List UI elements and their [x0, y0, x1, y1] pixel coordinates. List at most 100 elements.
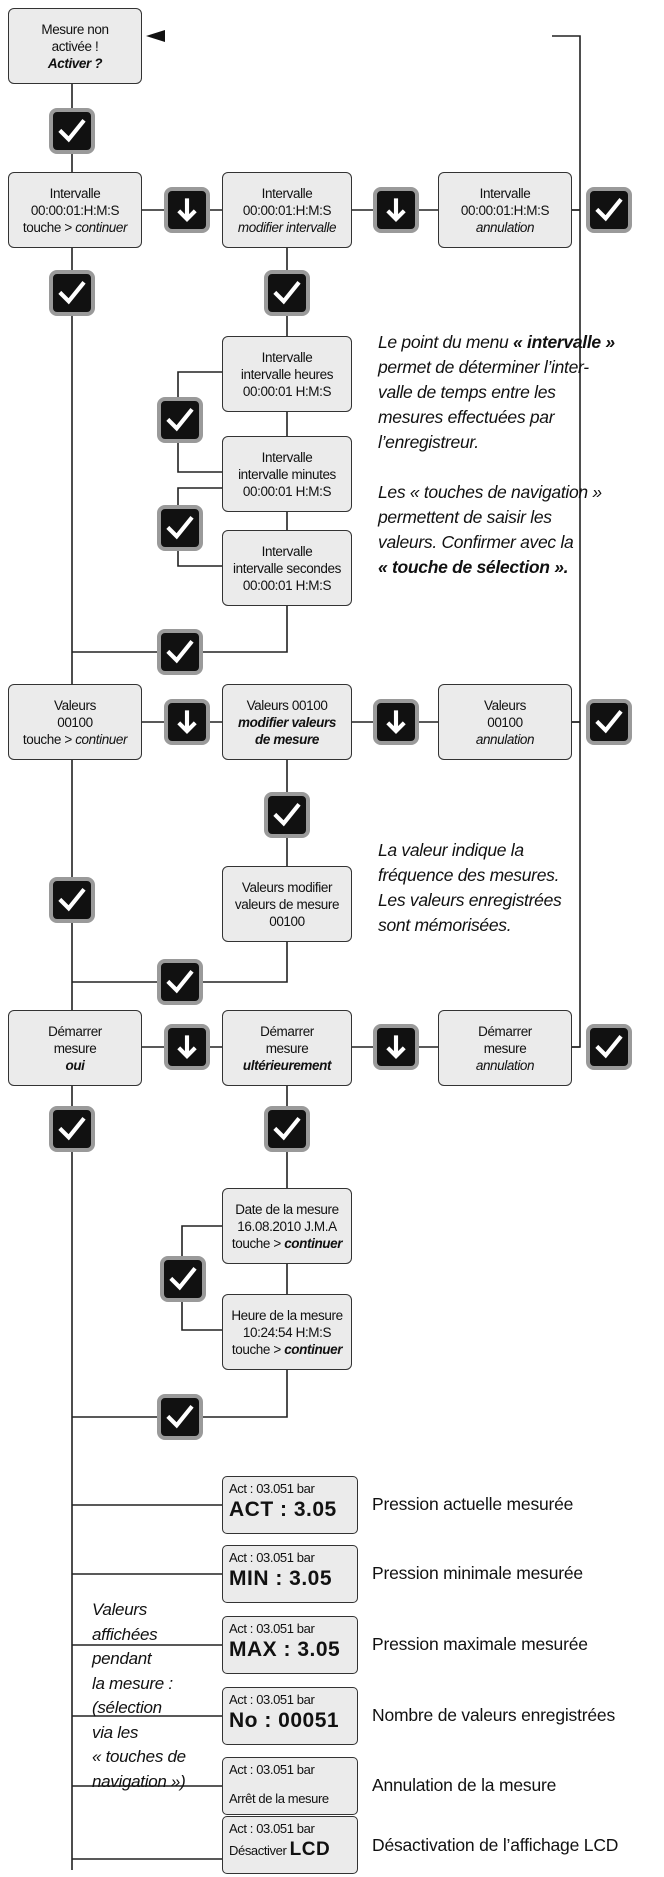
- start-measure-yes: oui: [65, 1057, 85, 1073]
- lcd-bottom-line: No : 00051: [229, 1709, 340, 1732]
- confirm-check-icon[interactable]: [160, 1256, 206, 1302]
- interval-box: Intervalle 00:00:01:H:M:S touche > conti…: [8, 172, 142, 248]
- interval-cancel-value: 00:00:01:H:M:S: [460, 202, 550, 218]
- interval-minutes-title: Intervalle: [261, 449, 313, 465]
- lcd-label-stop: Annulation de la mesure: [372, 1775, 557, 1795]
- lcd-display-min: Act : 03.051 bar MIN : 3.05: [222, 1545, 358, 1603]
- confirm-check-icon[interactable]: [586, 187, 632, 233]
- values-modify-label2: de mesure: [255, 731, 319, 747]
- confirm-check-icon[interactable]: [264, 1106, 310, 1152]
- confirm-check-icon[interactable]: [157, 1394, 203, 1440]
- confirm-check-icon[interactable]: [49, 1106, 95, 1152]
- start-cancel-title: Démarrer: [478, 1023, 532, 1039]
- lcd-top-line: Act : 03.051 bar: [229, 1762, 315, 1777]
- time-box: Heure de la mesure 10:24:54 H:M:S touche…: [222, 1294, 352, 1370]
- confirm-check-icon[interactable]: [49, 108, 95, 154]
- arrow-down-icon[interactable]: [373, 1024, 419, 1070]
- lcd-display-count: Act : 03.051 bar No : 00051: [222, 1687, 358, 1745]
- lcd-bottom-line: MIN : 3.05: [229, 1567, 333, 1590]
- lcd-bottom-line: ACT : 3.05: [229, 1498, 337, 1521]
- start-cancel-value: annulation: [475, 1057, 535, 1073]
- note-line: sont mémorisées.: [378, 915, 512, 935]
- note-line: Le point du menu « intervalle »: [378, 332, 615, 352]
- time-continue: touche > continuer: [231, 1341, 343, 1357]
- values-note: La valeur indique la fréquence des mesur…: [378, 838, 562, 938]
- arrow-down-icon[interactable]: [164, 1024, 210, 1070]
- values-sub-value: 00100: [269, 913, 305, 929]
- confirm-check-icon[interactable]: [586, 699, 632, 745]
- note-line: permet de déterminer l’inter-: [378, 357, 589, 377]
- side-line: affichées: [92, 1624, 158, 1644]
- interval-note: Le point du menu « intervalle » permet d…: [378, 330, 615, 580]
- values-modify-label1: modifier valeurs: [238, 714, 336, 730]
- side-line: la mesure :: [92, 1673, 173, 1693]
- arrow-down-icon[interactable]: [373, 187, 419, 233]
- values-cancel-box: Valeurs 00100 annulation: [438, 684, 572, 760]
- interval-continue: touche > continuer: [22, 219, 128, 235]
- time-title: Heure de la mesure: [231, 1307, 343, 1323]
- confirm-check-icon[interactable]: [157, 397, 203, 443]
- note-line: valle de temps entre les: [378, 382, 556, 402]
- note-line: mesures effectuées par: [378, 407, 555, 427]
- start-later-value: ultérieurement: [242, 1057, 332, 1073]
- values-sub-title: Valeurs modifier: [241, 879, 333, 895]
- start-line2: activée !: [51, 38, 99, 54]
- confirm-check-icon[interactable]: [49, 270, 95, 316]
- values-title: Valeurs: [54, 697, 96, 713]
- start-later-label: mesure: [265, 1040, 309, 1056]
- confirm-check-icon[interactable]: [157, 959, 203, 1005]
- note-line: Les « touches de navigation »: [378, 482, 602, 502]
- values-cancel-label: annulation: [475, 731, 535, 747]
- values-continue: touche > continuer: [22, 731, 128, 747]
- interval-title: Intervalle: [49, 185, 101, 201]
- lcd-top-line: Act : 03.051 bar: [229, 1621, 315, 1636]
- note-line: « touche de sélection ».: [378, 557, 569, 577]
- interval-seconds-title: Intervalle: [261, 543, 313, 559]
- arrow-down-icon[interactable]: [164, 699, 210, 745]
- confirm-check-icon[interactable]: [49, 877, 95, 923]
- confirm-check-icon[interactable]: [157, 629, 203, 675]
- side-note: Valeurs affichées pendant la mesure : (s…: [92, 1598, 186, 1794]
- arrow-down-icon[interactable]: [164, 187, 210, 233]
- values-cancel-value: 00100: [487, 714, 523, 730]
- values-modify-title: Valeurs 00100: [246, 697, 328, 713]
- interval-seconds-label: intervalle secondes: [233, 560, 341, 576]
- values-box: Valeurs 00100 touche > continuer: [8, 684, 142, 760]
- arrow-down-icon[interactable]: [373, 699, 419, 745]
- start-cancel-label: mesure: [483, 1040, 527, 1056]
- start-line3: Activer ?: [47, 55, 103, 71]
- confirm-check-icon[interactable]: [586, 1024, 632, 1070]
- interval-seconds-value: 00:00:01 H:M:S: [242, 577, 332, 593]
- interval-hours-value: 00:00:01 H:M:S: [242, 383, 332, 399]
- values-sub-label: valeurs de mesure: [234, 896, 340, 912]
- lcd-display-max: Act : 03.051 bar MAX : 3.05: [222, 1616, 358, 1674]
- lcd-top-line: Act : 03.051 bar: [229, 1821, 315, 1836]
- side-line: pendant: [92, 1649, 152, 1668]
- interval-cancel-box: Intervalle 00:00:01:H:M:S annulation: [438, 172, 572, 248]
- interval-hours-label: intervalle heures: [240, 366, 334, 382]
- lcd-label-disable: Désactivation de l’affichage LCD: [372, 1835, 619, 1855]
- start-measure-box: Démarrer mesure oui: [8, 1010, 142, 1086]
- start-later-title: Démarrer: [260, 1023, 314, 1039]
- interval-hours-title: Intervalle: [261, 349, 313, 365]
- lcd-bottom-line: Arrêt de la mesure: [229, 1791, 329, 1806]
- time-value: 10:24:54 H:M:S: [242, 1324, 332, 1340]
- confirm-check-icon[interactable]: [264, 792, 310, 838]
- date-continue: touche > continuer: [231, 1235, 343, 1251]
- values-sub-box: Valeurs modifier valeurs de mesure 00100: [222, 866, 352, 942]
- lcd-top-line: Act : 03.051 bar: [229, 1692, 315, 1707]
- lcd-top-line: Act : 03.051 bar: [229, 1481, 315, 1496]
- note-line: valeurs. Confirmer avec la: [378, 532, 574, 552]
- side-line: via les: [92, 1722, 139, 1742]
- date-value: 16.08.2010 J.M.A: [237, 1218, 337, 1234]
- start-box: Mesure non activée ! Activer ?: [8, 8, 142, 84]
- interval-modify-value: 00:00:01:H:M:S: [242, 202, 332, 218]
- confirm-check-icon[interactable]: [264, 270, 310, 316]
- note-spacer: [378, 455, 615, 480]
- confirm-check-icon[interactable]: [157, 505, 203, 551]
- interval-minutes-label: intervalle minutes: [238, 466, 336, 482]
- start-measure-title: Démarrer: [48, 1023, 102, 1039]
- side-line: (sélection: [92, 1698, 162, 1717]
- values-value: 00100: [57, 714, 93, 730]
- side-line: navigation »): [92, 1771, 186, 1791]
